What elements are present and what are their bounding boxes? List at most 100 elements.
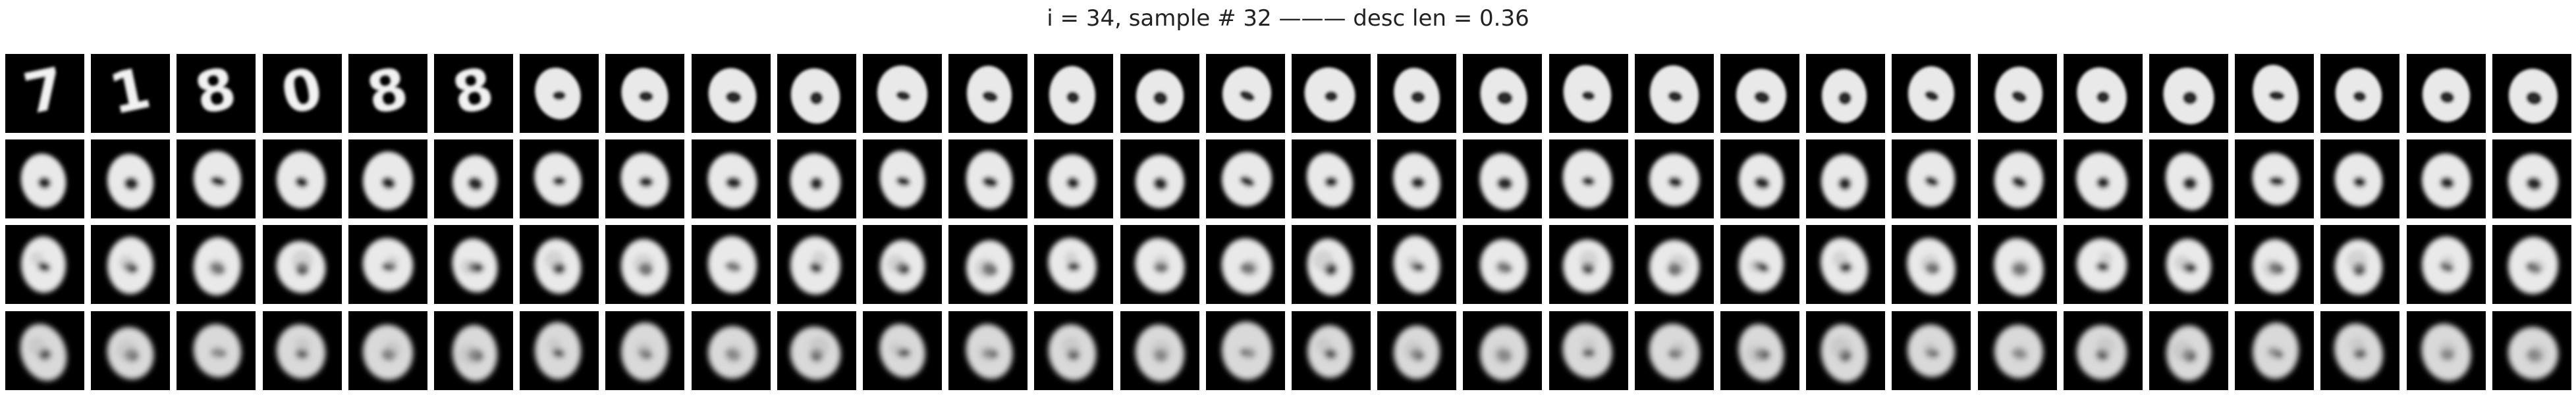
sample-tile <box>1206 225 1285 304</box>
sample-image <box>948 139 1028 218</box>
sample-image <box>1463 139 1542 218</box>
sample-image <box>1978 139 2057 218</box>
sample-tile <box>434 225 513 304</box>
sample-tile <box>1892 225 1971 304</box>
sample-image <box>1377 139 1456 218</box>
sample-tile <box>1635 54 1714 133</box>
sample-tile <box>2320 311 2399 390</box>
sample-tile <box>1806 311 1885 390</box>
sample-tile <box>520 311 599 390</box>
sample-tile <box>5 311 84 390</box>
sample-image <box>348 139 427 218</box>
sample-image <box>2492 139 2571 218</box>
sample-tile <box>1549 311 1628 390</box>
sample-image <box>1034 311 1113 390</box>
sample-image <box>1806 311 1885 390</box>
sample-tile <box>520 139 599 218</box>
sample-tile <box>948 54 1028 133</box>
sample-tile <box>2235 225 2314 304</box>
sample-image <box>2235 225 2314 304</box>
sample-tile <box>1806 139 1885 218</box>
sample-tile <box>91 225 170 304</box>
sample-image <box>177 225 256 304</box>
sample-tile <box>177 311 256 390</box>
sample-image <box>91 311 170 390</box>
sample-tile <box>263 311 342 390</box>
sample-image <box>2492 225 2571 304</box>
sample-image <box>434 139 513 218</box>
sample-tile <box>5 139 84 218</box>
sample-tile <box>1978 311 2057 390</box>
sample-image <box>434 225 513 304</box>
sample-image <box>863 311 942 390</box>
sample-image <box>863 225 942 304</box>
sample-tile <box>2064 225 2143 304</box>
sample-tile <box>1635 139 1714 218</box>
sample-tile <box>348 311 427 390</box>
sample-image <box>1377 225 1456 304</box>
sample-image <box>863 54 942 133</box>
sample-image <box>2064 225 2143 304</box>
sample-image <box>1635 225 1714 304</box>
sample-tile <box>2407 54 2486 133</box>
sample-image <box>1720 225 1799 304</box>
sample-tile <box>434 311 513 390</box>
sample-image <box>605 54 684 133</box>
sample-tile <box>692 225 771 304</box>
sample-image <box>2407 311 2486 390</box>
sample-image <box>1549 54 1628 133</box>
sample-tile <box>2492 54 2571 133</box>
sample-image <box>1463 311 1542 390</box>
sample-image <box>948 54 1028 133</box>
sample-image <box>2235 54 2314 133</box>
sample-tile <box>777 311 856 390</box>
sample-tile <box>177 139 256 218</box>
sample-image <box>1206 311 1285 390</box>
sample-tile <box>948 139 1028 218</box>
sample-tile <box>1034 139 1113 218</box>
sample-image <box>2407 54 2486 133</box>
sample-tile <box>2407 225 2486 304</box>
sample-image <box>177 311 256 390</box>
sample-image <box>1292 54 1371 133</box>
sample-tile <box>2320 139 2399 218</box>
sample-tile <box>1463 311 1542 390</box>
sample-image <box>1463 54 1542 133</box>
sample-tile <box>2492 311 2571 390</box>
sample-tile <box>1377 225 1456 304</box>
sample-tile <box>1034 54 1113 133</box>
sample-tile <box>863 139 942 218</box>
sample-tile <box>348 139 427 218</box>
sample-tile <box>1549 139 1628 218</box>
sample-image <box>1978 311 2057 390</box>
sample-image <box>1978 54 2057 133</box>
sample-tile <box>1377 311 1456 390</box>
sample-tile <box>863 311 942 390</box>
sample-image <box>1549 225 1628 304</box>
sample-image <box>1806 54 1885 133</box>
sample-image <box>263 311 342 390</box>
sample-tile <box>2149 139 2228 218</box>
sample-tile <box>263 225 342 304</box>
sample-image <box>777 311 856 390</box>
sample-image <box>1463 225 1542 304</box>
sample-tile <box>1120 225 1199 304</box>
sample-image <box>2407 139 2486 218</box>
sample-tile <box>1892 311 1971 390</box>
sample-tile <box>948 225 1028 304</box>
sample-image: 8 <box>348 54 427 133</box>
sample-image <box>5 139 84 218</box>
sample-tile <box>2235 311 2314 390</box>
sample-tile <box>863 225 942 304</box>
sample-tile <box>1463 225 1542 304</box>
sample-image <box>434 311 513 390</box>
figure-title: i = 34, sample # 32 ——— desc len = 0.36 <box>1047 5 1529 32</box>
sample-tile <box>605 139 684 218</box>
sample-tile <box>1892 54 1971 133</box>
sample-tile <box>2235 54 2314 133</box>
sample-image <box>1034 54 1113 133</box>
sample-image <box>605 311 684 390</box>
sample-image <box>692 225 771 304</box>
sample-tile <box>91 139 170 218</box>
